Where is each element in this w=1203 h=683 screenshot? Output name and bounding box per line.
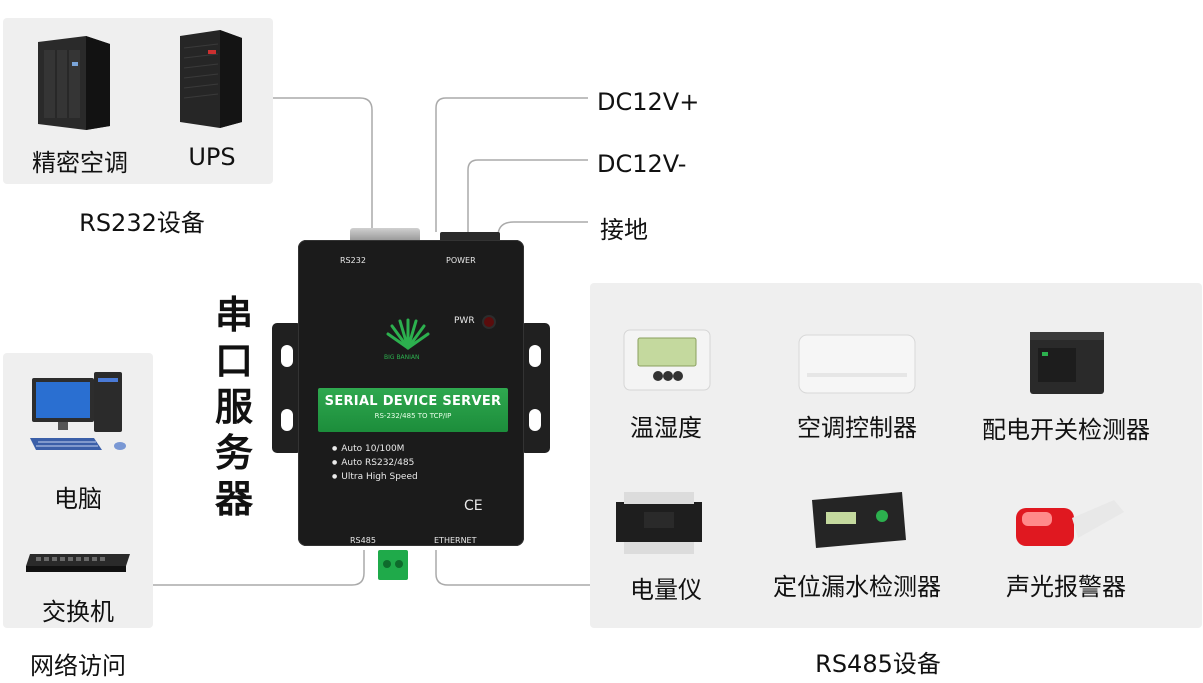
rs485-item-label: 定位漏水检测器 [773, 573, 941, 601]
rs485-item-label: 空调控制器 [797, 414, 917, 442]
band-subtitle: RS-232/485 TO TCP/IP [374, 412, 452, 420]
feature-item: Auto RS232/485 [332, 458, 414, 468]
network-item-label: 电脑 [54, 485, 102, 513]
port-label-rs232: RS232 [340, 256, 366, 265]
rs232-item-label: 精密空调 [32, 149, 128, 177]
banyan-logo-icon [386, 318, 430, 350]
ground-label: 接地 [600, 216, 648, 244]
product-band: SERIAL DEVICE SERVER RS-232/485 TO TCP/I… [318, 388, 508, 432]
port-label-rs485: RS485 [350, 536, 376, 545]
device-body: RS232 POWER PWR BIG BANIAN SERIAL DEVICE… [298, 240, 524, 546]
brand-label: BIG BANIAN [384, 354, 420, 361]
ce-mark: CE [464, 498, 483, 514]
title-char: 串 [214, 293, 253, 337]
band-title: SERIAL DEVICE SERVER [324, 394, 502, 409]
power-label: DC12V+ [597, 88, 700, 116]
pwr-led-icon [484, 317, 494, 327]
serial-device-server: RS232 POWER PWR BIG BANIAN SERIAL DEVICE… [272, 228, 552, 553]
power-meter-icon [616, 492, 702, 554]
computer-icon [30, 372, 126, 450]
switch-icon [26, 554, 130, 572]
device-title: 串 口 服 务 器 [214, 292, 254, 522]
rs485-group-label: RS485设备 [815, 650, 941, 678]
mount-ear-left [272, 323, 302, 453]
rs485-item-label: 声光报警器 [1006, 573, 1126, 601]
port-label-power: POWER [446, 256, 476, 265]
rs232-item-label: UPS [188, 143, 236, 171]
precision-ac-icon [38, 36, 110, 130]
rs232-group-label: RS232设备 [79, 209, 205, 237]
ac-controller-icon [798, 334, 916, 394]
terminal-connector [440, 232, 500, 242]
network-group-label: 网络访问 [30, 652, 126, 680]
ups-icon [180, 30, 242, 128]
power-label: DC12V- [597, 150, 687, 178]
pwr-label: PWR [454, 316, 475, 326]
title-char: 服 [214, 385, 253, 429]
rs485-terminal-icon [378, 550, 408, 580]
rs485-item-label: 电量仪 [630, 576, 702, 604]
leak-detector-icon [812, 492, 906, 548]
feature-item: Ultra High Speed [332, 472, 417, 482]
title-char: 务 [214, 431, 253, 475]
alarm-icon [1016, 500, 1124, 546]
feature-item: Auto 10/100M [332, 444, 404, 454]
title-char: 口 [214, 339, 253, 383]
network-item-label: 交换机 [42, 598, 114, 626]
rs485-item-label: 配电开关检测器 [982, 416, 1150, 444]
mount-ear-right [520, 323, 550, 453]
port-label-ethernet: ETHERNET [434, 536, 477, 545]
title-char: 器 [214, 477, 253, 521]
switch-detector-icon [1030, 332, 1104, 394]
rs485-item-label: 温湿度 [630, 414, 702, 442]
temperature-humidity-icon [623, 329, 711, 391]
